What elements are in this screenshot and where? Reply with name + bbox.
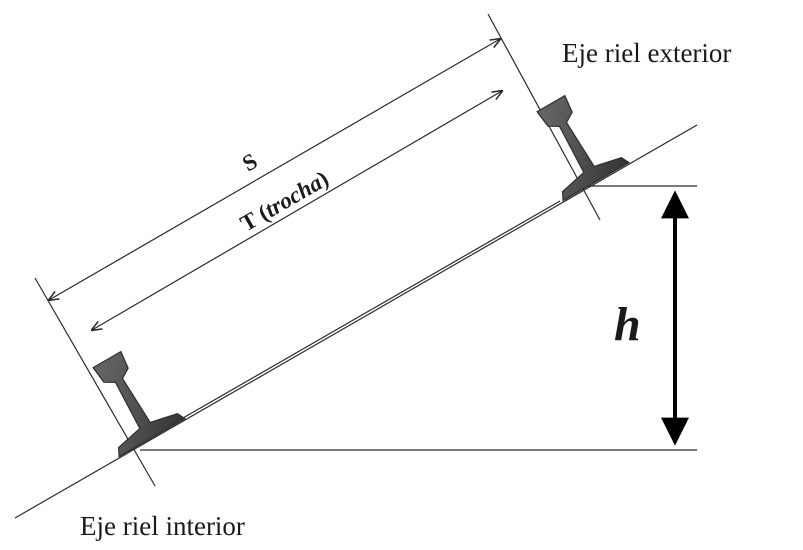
s-dimension-label: S [238, 148, 262, 176]
t-dimension-arrow [92, 91, 502, 330]
extension-line-inner [34, 277, 156, 487]
s-dimension-arrow [49, 39, 500, 300]
t-dimension-italic: trocha [261, 170, 327, 222]
outer-rail-axis-label: Eje riel exterior [562, 38, 731, 68]
track-bed-line [149, 200, 561, 438]
inner-rail-axis-label: Eje riel interior [80, 511, 245, 541]
inclined-track-line [14, 124, 698, 519]
height-label: h [614, 298, 641, 351]
inner-rail-icon [92, 350, 187, 458]
t-dimension-label: T (trocha) [236, 166, 333, 236]
outer-rail-icon [536, 94, 631, 202]
